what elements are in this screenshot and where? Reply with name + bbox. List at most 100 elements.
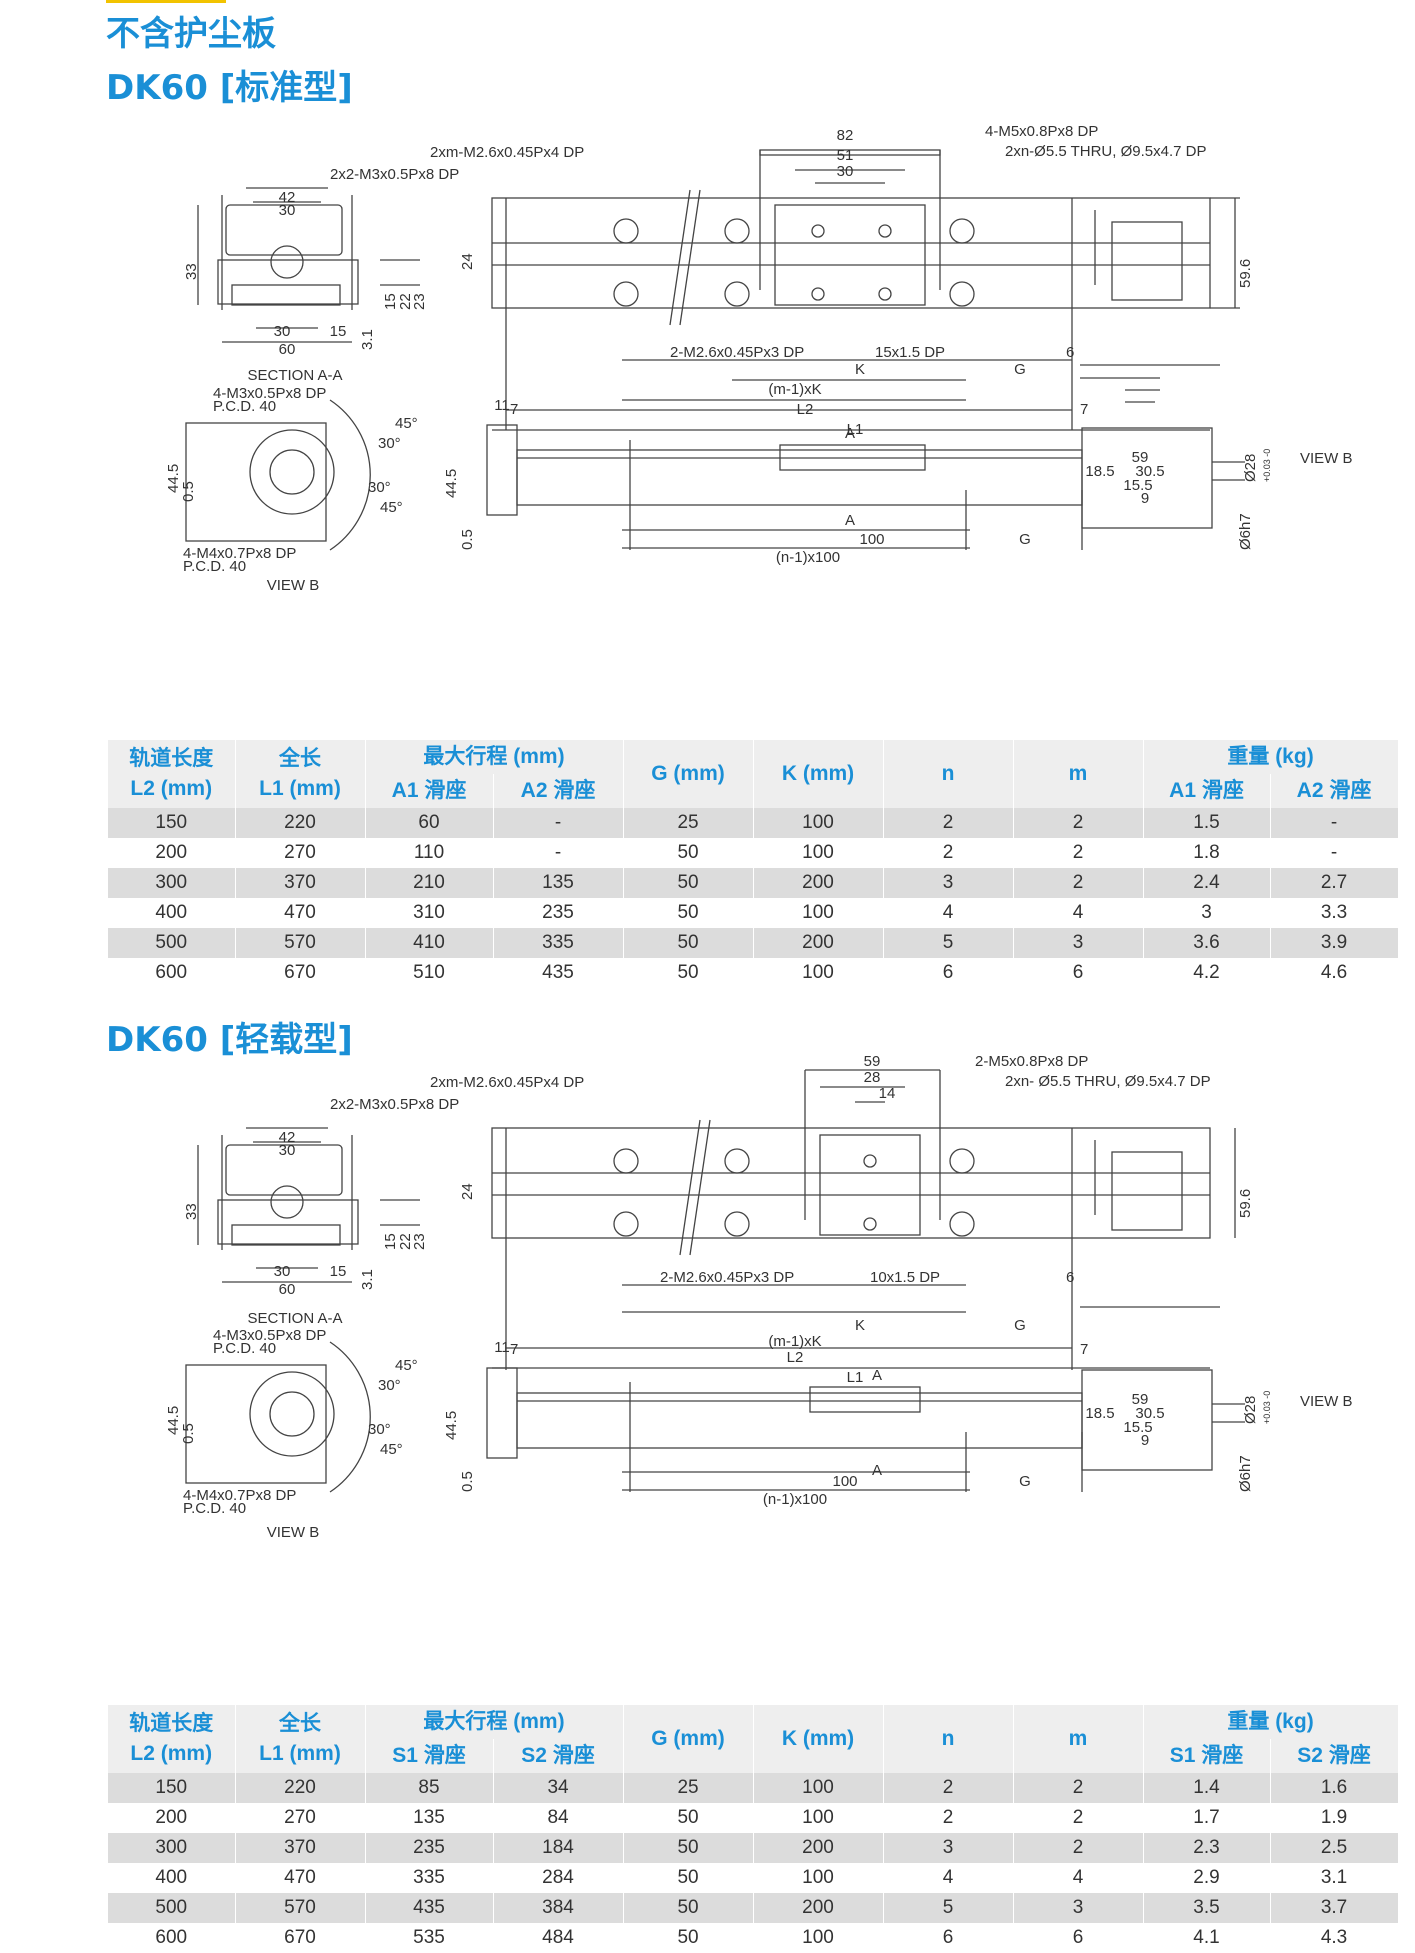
table-cell: 3.9: [1270, 928, 1399, 958]
header-m: m: [1013, 1705, 1144, 1773]
dim-30-5: 30.5: [1135, 1405, 1164, 1422]
dim-59: 59: [1132, 449, 1149, 466]
table-cell: 410: [365, 928, 494, 958]
table-cell: 235: [493, 898, 624, 928]
table-cell: 100: [753, 1923, 884, 1953]
table-cell: 100: [753, 958, 884, 988]
table-cell: 220: [235, 1773, 366, 1803]
table-cell: 200: [753, 868, 884, 898]
viewb-m4: 4-M4x0.7Px8 DP: [183, 1487, 296, 1504]
table-cell: 50: [623, 1923, 754, 1953]
dim-l1: L1: [847, 1369, 864, 1386]
dim-0-5: 0.5: [459, 529, 476, 550]
technical-drawing-standard: 82 51 30 4-M5x0.8Px8 DP 2xn-Ø5.5 THRU, Ø…: [165, 123, 1353, 594]
table-cell: 50: [623, 928, 754, 958]
table-cell: 2: [1013, 868, 1144, 898]
header-weight-sub1: A1 滑座: [1143, 774, 1271, 808]
angle-30b: 30°: [368, 479, 391, 496]
dim-n1: (n-1)x100: [763, 1491, 827, 1508]
table-cell: 4: [1013, 1863, 1144, 1893]
angle-45b: 45°: [380, 499, 403, 516]
header-max-stroke: 最大行程 (mm): [365, 1705, 624, 1739]
dim-7b: 7: [1080, 1341, 1088, 1358]
angle-30a: 30°: [378, 1377, 401, 1394]
viewb-44-5: 44.5: [165, 464, 182, 493]
dim-51: 51: [837, 147, 854, 164]
table-cell: 384: [493, 1893, 624, 1923]
table-cell: 310: [365, 898, 494, 928]
table-cell: 2: [1013, 1773, 1144, 1803]
table-cell: 2: [883, 808, 1014, 838]
table-cell: 300: [108, 868, 236, 898]
dim-15b: 15: [330, 323, 347, 340]
header-weight-sub2: S2 滑座: [1270, 1739, 1399, 1773]
label-m26: 2xm-M2.6x0.45Px4 DP: [430, 1074, 584, 1091]
table-cell: 4.1: [1143, 1923, 1271, 1953]
dim-m1k: (m-1)xK: [768, 381, 821, 398]
dim-30-5: 30.5: [1135, 463, 1164, 480]
viewb-m3: 4-M3x0.5Px8 DP: [213, 385, 326, 402]
table-cell: 2: [1013, 1803, 1144, 1833]
viewb-pcd2: P.C.D. 40: [183, 558, 246, 575]
dim-g2: G: [1019, 1473, 1031, 1490]
spec-table-standard: 轨道长度 L2 (mm) 全长 L1 (mm) 最大行程 (mm) G (mm)…: [108, 740, 1399, 988]
table-cell: 110: [365, 838, 494, 868]
header-g: G (mm): [623, 740, 754, 808]
table-cell: 600: [108, 958, 236, 988]
dim-18-5: 18.5: [1085, 463, 1114, 480]
header-n: n: [883, 1705, 1014, 1773]
dim-7a: 7: [510, 1341, 518, 1358]
table-cell: 3.3: [1270, 898, 1399, 928]
viewb-pcd1: P.C.D. 40: [213, 1340, 276, 1357]
viewb-label: VIEW B: [267, 1524, 320, 1541]
header-stroke-sub1: A1 滑座: [365, 774, 494, 808]
table-cell: 670: [235, 958, 366, 988]
header-rail-length: 轨道长度 L2 (mm): [108, 1705, 236, 1773]
viewb-pcd1: P.C.D. 40: [213, 398, 276, 415]
header-max-stroke: 最大行程 (mm): [365, 740, 624, 774]
table-cell: 284: [493, 1863, 624, 1893]
dim-23: 23: [411, 1233, 428, 1250]
angle-45a: 45°: [395, 415, 418, 432]
table-cell: 1.6: [1270, 1773, 1399, 1803]
dim-11: 11: [494, 397, 510, 414]
table-cell: 200: [108, 838, 236, 868]
dim-44-5: 44.5: [443, 469, 460, 498]
spec-table-light: 轨道长度 L2 (mm) 全长 L1 (mm) 最大行程 (mm) G (mm)…: [108, 1705, 1399, 1953]
table-cell: 400: [108, 1863, 236, 1893]
header-total-length: 全长 L1 (mm): [235, 1705, 366, 1773]
table-cell: 470: [235, 898, 366, 928]
table-cell: 34: [493, 1773, 624, 1803]
section-label: SECTION A-A: [247, 1310, 342, 1327]
dim-7b: 7: [1080, 401, 1088, 418]
dim-9: 9: [1141, 490, 1149, 507]
table-cell: 3.6: [1143, 928, 1271, 958]
dim-15-5: 15.5: [1123, 1419, 1152, 1436]
table-cell: 2.9: [1143, 1863, 1271, 1893]
table-cell: 3: [1143, 898, 1271, 928]
table-cell: 50: [623, 1893, 754, 1923]
dim-7a: 7: [510, 401, 518, 418]
header-rail-length: 轨道长度 L2 (mm): [108, 740, 236, 808]
table-cell: 210: [365, 868, 494, 898]
table-cell: 150: [108, 1773, 236, 1803]
table-cell: 270: [235, 838, 366, 868]
table-cell: 2.4: [1143, 868, 1271, 898]
table-cell: 50: [623, 1803, 754, 1833]
dim-14: 14: [879, 1085, 896, 1102]
table-cell: 50: [623, 1863, 754, 1893]
label-m26b: 2-M2.6x0.45Px3 DP: [670, 344, 804, 361]
table-cell: 85: [365, 1773, 494, 1803]
table-cell: 135: [365, 1803, 494, 1833]
table-cell: 400: [108, 898, 236, 928]
table-cell: 435: [365, 1893, 494, 1923]
table-cell: 2: [1013, 808, 1144, 838]
table-cell: 50: [623, 838, 754, 868]
dim-33: 33: [183, 1203, 200, 1220]
table-cell: 2.5: [1270, 1833, 1399, 1863]
label-m5: 4-M5x0.8Px8 DP: [985, 123, 1098, 140]
header-weight: 重量 (kg): [1143, 740, 1399, 774]
